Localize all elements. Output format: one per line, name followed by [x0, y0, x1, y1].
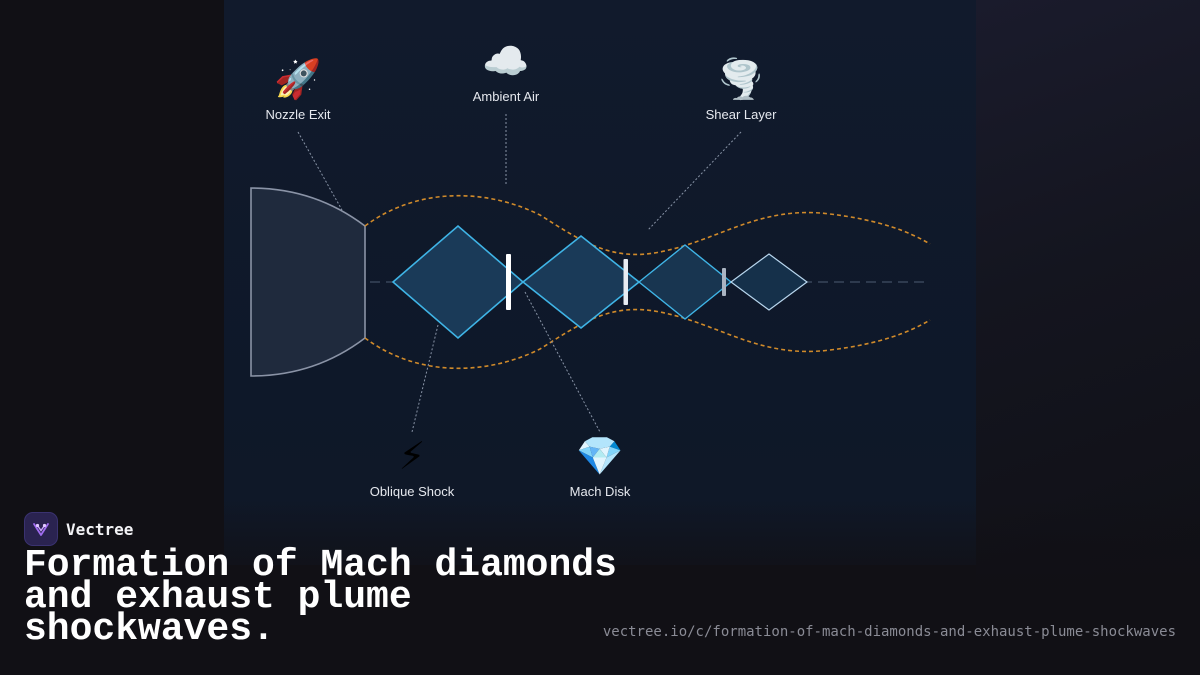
gem-icon: 💎: [576, 434, 624, 478]
lightning-icon: ⚡: [398, 434, 426, 478]
callout-nozzle-exit: 🚀 Nozzle Exit: [218, 57, 378, 122]
rocket-icon: 🚀: [274, 57, 322, 101]
mach-disk-2: [623, 259, 628, 305]
bottom-gradient: [0, 500, 1200, 675]
callout-mach-disk: 💎 Mach Disk: [520, 434, 680, 499]
callout-ambient-air: ☁️ Ambient Air: [426, 39, 586, 104]
shock-diamond-4: [729, 253, 809, 311]
label-nozzle-exit: Nozzle Exit: [265, 107, 331, 122]
plume-boundary-top: [364, 194, 931, 256]
tornado-icon: 🌪️: [717, 57, 765, 101]
shock-diamond-1: [391, 224, 525, 340]
brand-name: Vectree: [66, 519, 134, 539]
shock-diamond-2: [521, 234, 641, 330]
nozzle: [250, 187, 366, 377]
label-oblique-shock: Oblique Shock: [369, 484, 455, 499]
cloud-icon: ☁️: [482, 39, 530, 83]
shock-diamond-3: [637, 244, 733, 320]
label-ambient-air: Ambient Air: [472, 89, 540, 104]
leader-mach-disk: [524, 291, 601, 433]
page-url[interactable]: vectree.io/c/formation-of-mach-diamonds-…: [602, 624, 1176, 640]
leader-nozzle-exit: [297, 131, 343, 211]
plume-boundary-bottom: [364, 308, 931, 370]
callout-oblique-shock: ⚡ Oblique Shock: [332, 434, 492, 499]
vectree-logo-icon: [24, 512, 58, 546]
brand[interactable]: Vectree: [24, 512, 133, 546]
page-title: Formation of Mach diamonds and exhaust p…: [24, 544, 617, 651]
label-mach-disk: Mach Disk: [569, 484, 631, 499]
callout-shear-layer: 🌪️ Shear Layer: [661, 57, 821, 122]
mach-disk-3: [722, 268, 726, 296]
leader-oblique-shock: [411, 324, 439, 433]
label-shear-layer: Shear Layer: [705, 107, 777, 122]
mach-disk-1: [506, 254, 511, 310]
leader-shear-layer: [647, 131, 742, 231]
